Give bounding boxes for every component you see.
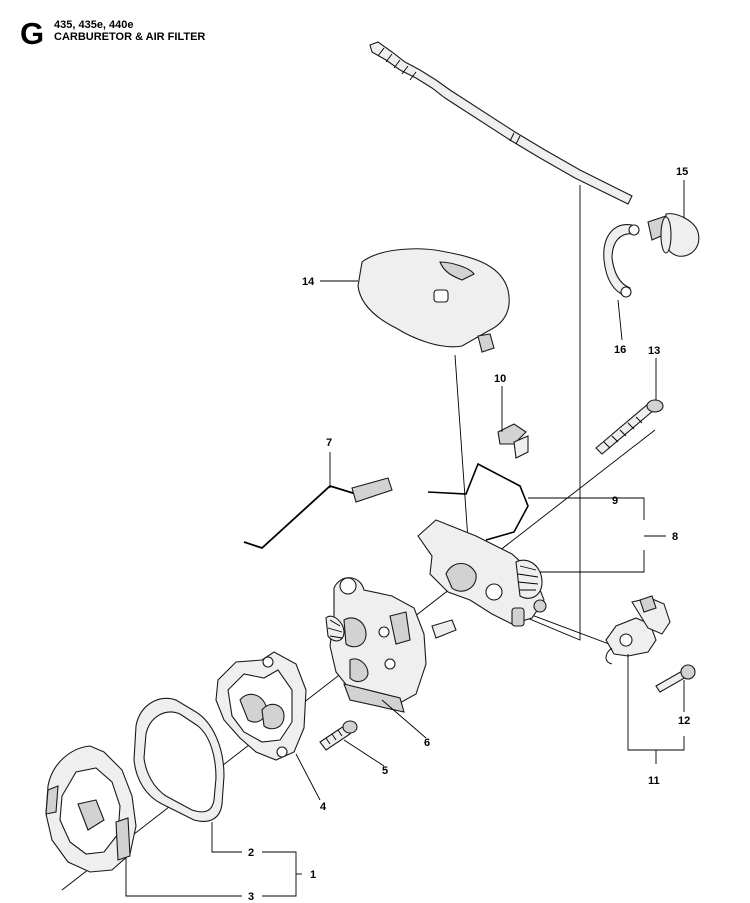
callout-4: 4 bbox=[320, 801, 327, 813]
filter-cover-leader bbox=[454, 354, 469, 541]
return-fuel-tube bbox=[603, 224, 640, 298]
filter-holder-plate bbox=[45, 745, 137, 873]
throttle-body-assembly bbox=[417, 519, 547, 627]
throttle-wire bbox=[427, 462, 529, 541]
callout-2: 2 bbox=[248, 847, 254, 859]
carburetor-screw bbox=[319, 720, 358, 751]
choke-bracket bbox=[605, 595, 671, 665]
throttle-clip bbox=[497, 423, 529, 459]
callout-7: 7 bbox=[326, 437, 332, 449]
intake-adapter bbox=[215, 651, 307, 761]
callout-16: 16 bbox=[614, 344, 626, 356]
section-letter: G bbox=[20, 16, 45, 51]
callout-10: 10 bbox=[494, 373, 506, 385]
page-title: CARBURETOR & AIR FILTER bbox=[54, 31, 206, 43]
callout-6: 6 bbox=[424, 737, 430, 749]
air-filter-cover bbox=[357, 248, 510, 353]
mounting-bolt-long bbox=[595, 399, 664, 455]
bracket-screw bbox=[655, 664, 696, 693]
callout-3: 3 bbox=[248, 891, 254, 903]
leader-lines bbox=[125, 180, 685, 897]
callout-14: 14 bbox=[302, 276, 315, 288]
callout-1: 1 bbox=[310, 869, 316, 881]
air-filter-element bbox=[133, 697, 225, 822]
primer-bulb bbox=[647, 213, 700, 257]
primer-fuel-hose bbox=[369, 41, 633, 205]
callout-13: 13 bbox=[648, 345, 660, 357]
callout-5: 5 bbox=[382, 765, 388, 777]
group-bracket-line bbox=[507, 185, 581, 641]
callout-9: 9 bbox=[612, 495, 618, 507]
choke-rod bbox=[243, 477, 393, 550]
callout-15: 15 bbox=[676, 166, 688, 178]
callout-12: 12 bbox=[678, 715, 690, 727]
model-list: 435, 435e, 440e bbox=[54, 19, 134, 31]
callout-11: 11 bbox=[648, 775, 660, 787]
carburetor bbox=[325, 577, 457, 713]
callout-8: 8 bbox=[672, 531, 678, 543]
